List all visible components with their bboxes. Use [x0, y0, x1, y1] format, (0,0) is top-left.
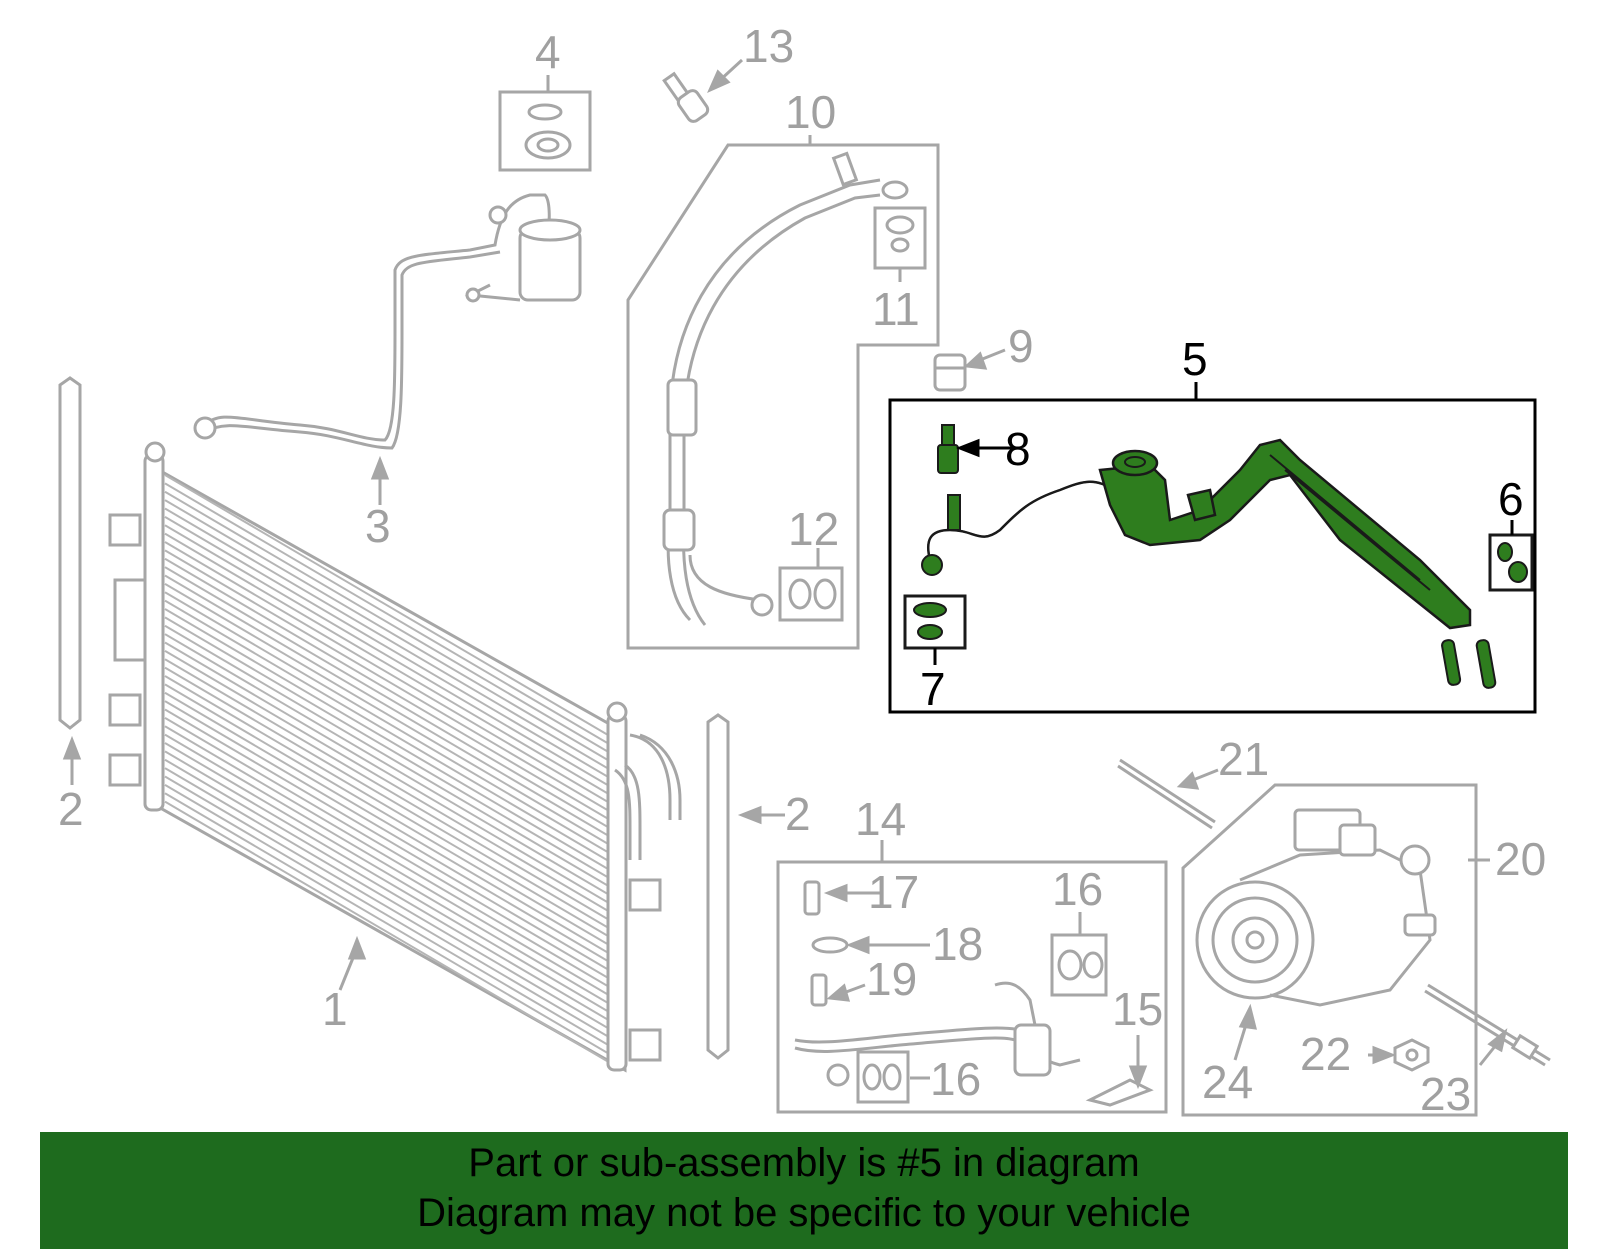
condenser-fin: [164, 499, 609, 761]
callout-24: 24: [1202, 1056, 1253, 1108]
callout-6: 6: [1498, 473, 1524, 525]
callout-2-right: 2: [785, 788, 811, 840]
callout-19: 19: [866, 953, 917, 1005]
leader-lines: [62, 58, 1508, 1090]
condenser-fin: [164, 599, 609, 862]
condenser-part: [108, 441, 682, 1073]
condenser-fin: [164, 532, 609, 795]
callout-labels: 1 2 2 3 4 5 6 7 8 9 10 11 12 13 14 15 16…: [58, 20, 1546, 1120]
condenser-fin: [164, 557, 609, 820]
callout-21: 21: [1218, 733, 1269, 785]
condenser-fin: [164, 708, 609, 971]
callout-7: 7: [920, 663, 946, 715]
callout-11: 11: [872, 283, 920, 335]
condenser-fin: [164, 758, 609, 1021]
callout-4: 4: [535, 26, 561, 78]
condenser-fin: [164, 549, 609, 812]
condenser-fin: [164, 792, 609, 1055]
condenser-fin: [164, 767, 609, 1029]
condenser-fin: [164, 608, 609, 870]
discharge-hose-group-10: [626, 143, 940, 650]
condenser-fin: [164, 624, 609, 887]
condenser-fin: [164, 666, 609, 929]
callout-5: 5: [1182, 333, 1208, 385]
callout-23: 23: [1420, 1068, 1471, 1120]
condenser-fin: [164, 541, 609, 803]
condenser-fin: [164, 490, 609, 753]
leader-lines-dark: [933, 382, 1514, 665]
o-ring-kit-6: [1488, 533, 1534, 592]
condenser-fin: [164, 591, 609, 854]
compressor-group-20: [1181, 783, 1478, 1117]
callout-3: 3: [365, 500, 391, 552]
condenser-fin: [164, 800, 609, 1063]
callout-12: 12: [788, 503, 839, 555]
condenser-fin: [164, 633, 609, 895]
condenser-fin: [164, 700, 609, 962]
callout-13: 13: [743, 20, 794, 72]
callout-9: 9: [1008, 320, 1034, 372]
condenser-fin: [164, 675, 609, 937]
cap-9: [933, 353, 967, 392]
stud-23: [1424, 983, 1551, 1067]
condenser-seal-right: [706, 713, 730, 1060]
parts-diagram: 1 2 2 3 4 5 6 7 8 9 10 11 12 13 14 15 16…: [58, 20, 1551, 1120]
condenser-fin: [164, 641, 609, 904]
callout-2-left: 2: [58, 783, 84, 835]
condenser-fin: [164, 524, 609, 787]
callout-18: 18: [932, 918, 983, 970]
callout-10: 10: [785, 86, 836, 138]
callout-22: 22: [1300, 1028, 1351, 1080]
condenser-fin: [164, 733, 609, 996]
callout-16-bottom: 16: [930, 1053, 981, 1105]
banner-line-1: Part or sub-assembly is #5 in diagram: [468, 1141, 1140, 1185]
o-ring-kit-7: [903, 594, 967, 650]
condenser-fin: [164, 583, 609, 845]
condenser-fin: [164, 784, 609, 1046]
condenser-fin: [164, 516, 609, 778]
fitting-8: [937, 424, 959, 474]
bolt-21: [1117, 758, 1216, 830]
pressure-group-14: [776, 860, 1168, 1114]
condenser-fin: [164, 775, 609, 1038]
condenser-fin: [164, 750, 609, 1013]
condenser-fin: [164, 616, 609, 879]
condenser-fin: [164, 566, 609, 828]
liquid-line-part: [193, 193, 582, 450]
condenser-fin: [164, 717, 609, 979]
valve-core-13: [662, 71, 710, 123]
callout-15: 15: [1112, 983, 1163, 1035]
suction-line-assembly: [921, 438, 1497, 689]
condenser-fin: [164, 650, 609, 912]
callout-17: 17: [868, 866, 919, 918]
condenser-fin: [164, 691, 609, 954]
callout-14: 14: [855, 793, 906, 845]
condenser-fin: [164, 742, 609, 1004]
condenser-fin: [164, 574, 609, 837]
condenser-seal-left: [58, 376, 82, 730]
o-ring-kit-4: [498, 90, 592, 172]
condenser-fin: [164, 507, 609, 770]
condenser-fin: [164, 482, 609, 745]
banner-line-2: Diagram may not be specific to your vehi…: [417, 1191, 1191, 1235]
callout-1: 1: [322, 983, 348, 1035]
callout-8: 8: [1005, 423, 1031, 475]
nut-22: [1393, 1038, 1430, 1072]
info-banner: Part or sub-assembly is #5 in diagram Di…: [40, 1132, 1568, 1249]
callout-20: 20: [1495, 833, 1546, 885]
condenser-fin: [164, 683, 609, 946]
condenser-fin: [164, 725, 609, 988]
condenser-fin: [164, 474, 609, 736]
condenser-fin: [164, 658, 609, 921]
callout-16-top: 16: [1052, 863, 1103, 915]
